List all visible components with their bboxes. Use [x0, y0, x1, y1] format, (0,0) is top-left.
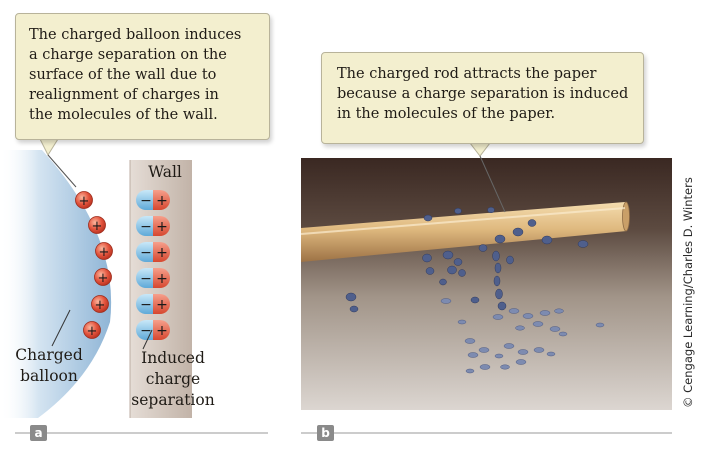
balloon-label: Charged balloon	[6, 345, 92, 387]
balloon-label-line: balloon	[20, 367, 78, 385]
induced-leader-line	[142, 329, 153, 350]
positive-charge: +	[83, 321, 101, 339]
dipole: −+	[136, 320, 170, 340]
svg-text:+: +	[99, 245, 110, 260]
dipole: −+	[136, 294, 170, 314]
callout-b-leader-line	[479, 155, 506, 213]
svg-text:−: −	[140, 323, 152, 339]
dipole: −+	[136, 190, 170, 210]
dipole: −+	[136, 268, 170, 288]
callout-a-leader-line	[47, 154, 77, 188]
svg-text:+: +	[92, 219, 103, 234]
svg-text:+: +	[156, 219, 168, 235]
induced-label-line: separation	[131, 391, 215, 409]
callout-a-line: realignment of charges in	[29, 87, 219, 103]
callout-b-line: in the molecules of the paper.	[337, 106, 556, 122]
callout-panel-a: The charged balloon induces a charge sep…	[15, 13, 270, 140]
panel-b-badge: b	[317, 425, 334, 441]
induced-label-line: Induced	[141, 349, 205, 367]
callout-a-line: the molecules of the wall.	[29, 107, 218, 123]
callout-b-line: The charged rod attracts the paper	[337, 66, 597, 82]
wall-label: Wall	[148, 163, 182, 181]
callout-a-line: a charge separation on the	[29, 47, 227, 63]
positive-charge: +	[95, 242, 113, 260]
callout-a-line: The charged balloon induces	[29, 27, 242, 43]
induced-charge-label: Induced charge separation	[121, 348, 225, 411]
svg-text:−: −	[140, 297, 152, 313]
svg-text:+: +	[98, 271, 109, 286]
panel-a-badge: a	[30, 425, 47, 441]
positive-charge: +	[88, 216, 106, 234]
positive-charge: +	[94, 268, 112, 286]
positive-charge: +	[75, 191, 93, 209]
callout-b-line: because a charge separation is induced	[337, 86, 629, 102]
charged-balloon	[0, 150, 112, 418]
svg-text:−: −	[140, 193, 152, 209]
svg-text:+: +	[95, 298, 106, 313]
svg-text:+: +	[87, 324, 98, 339]
svg-text:+: +	[79, 194, 90, 209]
balloon-positive-charges: + + + + + +	[75, 191, 113, 339]
svg-text:+: +	[156, 245, 168, 261]
callout-a-line: surface of the wall due to	[29, 67, 217, 83]
balloon-leader-line	[51, 309, 71, 347]
svg-text:+: +	[156, 193, 168, 209]
positive-charge: +	[91, 295, 109, 313]
dipole: −+	[136, 216, 170, 236]
photo-charged-rod-paper	[300, 158, 672, 410]
callout-panel-b: The charged rod attracts the paper becau…	[321, 52, 644, 144]
svg-text:+: +	[156, 323, 168, 339]
svg-text:−: −	[140, 245, 152, 261]
svg-text:+: +	[156, 271, 168, 287]
svg-text:+: +	[156, 297, 168, 313]
balloon-label-line: Charged	[15, 346, 83, 364]
svg-text:−: −	[140, 219, 152, 235]
dipole: −+	[136, 242, 170, 262]
photo-credit: © Cengage Learning/Charles D. Winters	[681, 177, 695, 408]
induced-label-line: charge	[145, 370, 201, 388]
callout-b-pointer	[468, 142, 492, 157]
svg-text:−: −	[140, 271, 152, 287]
wall-dipoles: −+ −+ −+ −+ −+ −+	[136, 190, 170, 340]
